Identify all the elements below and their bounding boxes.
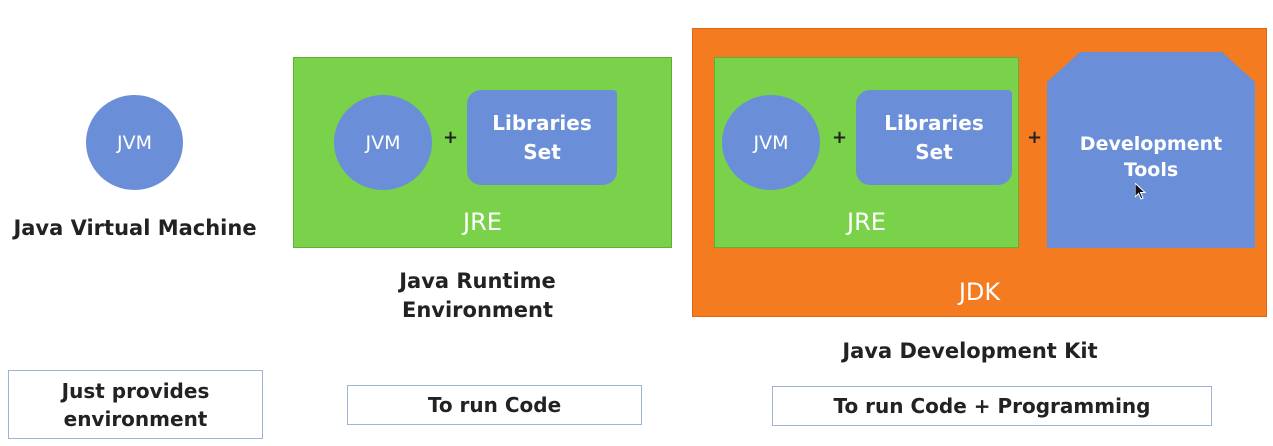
- jre-plus-sign: +: [443, 127, 459, 148]
- jdk-note: To run Code + Programming: [772, 386, 1212, 426]
- mouse-cursor-icon: [1135, 183, 1147, 200]
- jdk-box-label: JDK: [958, 278, 1001, 306]
- jdk-jre-label: JRE: [847, 208, 886, 236]
- jdk-jvm-label: JVM: [753, 131, 789, 154]
- jdk-plus-sign-1: +: [832, 127, 848, 148]
- development-tools-box: [1047, 52, 1255, 248]
- jre-caption: Java Runtime Environment: [399, 269, 556, 322]
- jre-jvm-label: JVM: [365, 131, 401, 154]
- jdk-caption: Java Development Kit: [842, 339, 1098, 363]
- jdk-libraries-set-box: Libraries Set: [856, 90, 1012, 185]
- jvm-label: JVM: [117, 131, 152, 154]
- jvm-circle: JVM: [86, 95, 183, 190]
- jdk-plus-sign-2: +: [1027, 127, 1043, 148]
- development-tools-label: Development Tools: [1079, 133, 1223, 181]
- jre-jvm-circle: JVM: [334, 95, 432, 190]
- jre-note: To run Code: [347, 385, 642, 425]
- jvm-note: Just provides environment: [8, 370, 263, 439]
- jvm-caption: Java Virtual Machine: [13, 216, 257, 240]
- jre-libraries-set-box: Libraries Set: [467, 90, 617, 185]
- jre-box-label: JRE: [463, 208, 502, 236]
- jdk-jvm-circle: JVM: [722, 95, 820, 190]
